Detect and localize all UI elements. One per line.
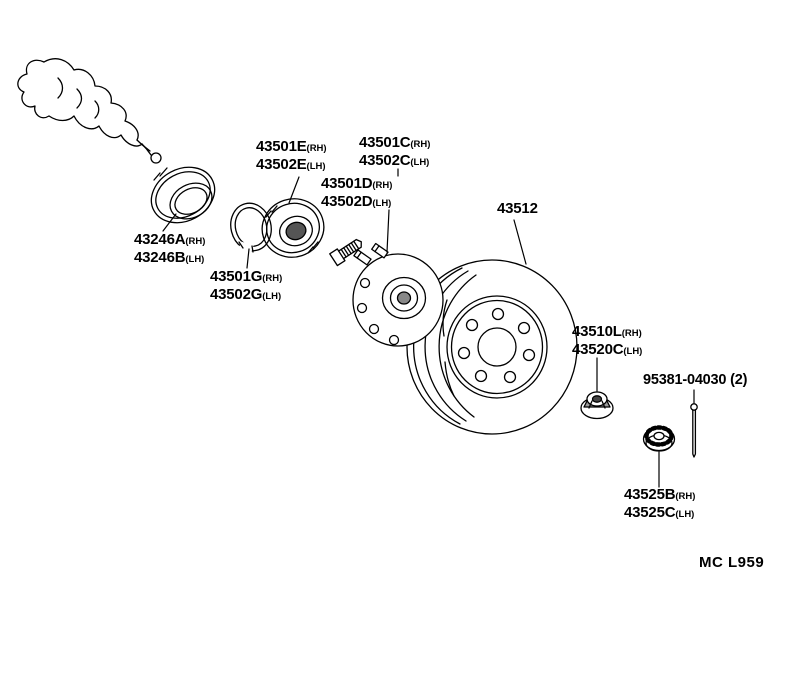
- part-number: 43502E(LH): [256, 156, 326, 173]
- wheel-stud: [353, 249, 372, 266]
- axle-hub: [352, 242, 444, 347]
- side-suffix: (LH): [262, 291, 282, 302]
- leader-deflector: [162, 213, 177, 232]
- side-suffix: (RH): [621, 328, 642, 339]
- side-suffix: (LH): [306, 161, 326, 172]
- part-label-bearing: 43501E(RH) 43502E(LH): [256, 139, 327, 175]
- part-number: 43501E(RH): [256, 138, 327, 155]
- part-number: 43246B(LH): [134, 249, 205, 266]
- part-number: 43525B(RH): [624, 486, 696, 503]
- part-number: 43510L(RH): [572, 323, 642, 340]
- part-number: 43512: [497, 200, 538, 217]
- side-suffix: (LH): [185, 254, 205, 265]
- side-suffix: (LH): [372, 198, 392, 209]
- lock-nut: [642, 425, 676, 452]
- snap-ring: [230, 202, 272, 257]
- leader-bearing: [288, 176, 300, 204]
- part-number: 43520C(LH): [572, 341, 643, 358]
- part-number: 43246A(RH): [134, 231, 206, 248]
- part-label-cotter-pin: 95381-04030 (2): [643, 372, 747, 388]
- side-suffix: (RH): [372, 180, 393, 191]
- wheel-stud: [371, 242, 389, 259]
- part-label-lock-nut: 43525B(RH) 43525C(LH): [624, 487, 695, 523]
- side-suffix: (RH): [262, 273, 283, 284]
- part-number: 43501G(RH): [210, 268, 283, 285]
- part-label-hub-rh: 43501C(RH) 43502C(LH): [359, 135, 430, 171]
- side-suffix: (LH): [675, 509, 695, 520]
- part-label-snap-ring: 43501G(RH) 43502G(LH): [210, 269, 282, 305]
- bearing: [261, 198, 325, 258]
- part-label-disc: 43512: [497, 201, 538, 217]
- part-number: 43502D(LH): [321, 193, 392, 210]
- part-number: 43502C(LH): [359, 152, 430, 169]
- leader-disc: [513, 219, 527, 265]
- side-suffix: (RH): [185, 236, 206, 247]
- hub-nut: [580, 391, 614, 420]
- side-suffix: (RH): [306, 143, 327, 154]
- part-number: 43501D(RH): [321, 175, 393, 192]
- part-number: 43501C(RH): [359, 134, 431, 151]
- side-suffix: (RH): [675, 491, 696, 502]
- figure-code: MC L959: [699, 554, 765, 571]
- part-number: 43502G(LH): [210, 286, 282, 303]
- side-suffix: (RH): [410, 139, 431, 150]
- part-label-deflector: 43246A(RH) 43246B(LH): [134, 232, 205, 268]
- axle-shaft-sketch: [17, 58, 162, 164]
- cotter-pin: [690, 403, 698, 458]
- side-suffix: (LH): [410, 157, 430, 168]
- hub-bolt: [329, 238, 362, 267]
- part-label-hub-nut: 43510L(RH) 43520C(LH): [572, 324, 642, 360]
- seal-cap: [150, 166, 216, 224]
- leader-lines: [162, 168, 695, 488]
- side-suffix: (LH): [623, 346, 643, 357]
- part-label-hub-lh: 43501D(RH) 43502D(LH): [321, 176, 392, 212]
- leader-snap-ring: [246, 248, 250, 269]
- leader-hub-d: [386, 209, 390, 253]
- part-number: 95381-04030 (2): [643, 372, 748, 388]
- part-number: 43525C(LH): [624, 504, 695, 521]
